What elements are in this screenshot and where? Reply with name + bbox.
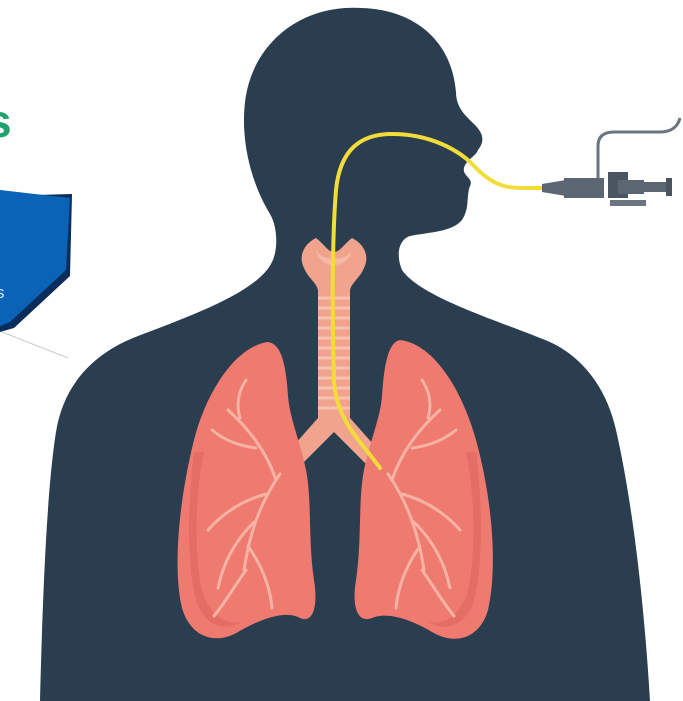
- green-glyph-fragment: s: [0, 95, 12, 147]
- device-cable: [598, 118, 680, 180]
- left-card-fragment: s: [0, 190, 72, 358]
- card-thin-line: [2, 332, 68, 358]
- connector-device-icon: [542, 118, 680, 206]
- card-text-fragment: s: [0, 283, 5, 302]
